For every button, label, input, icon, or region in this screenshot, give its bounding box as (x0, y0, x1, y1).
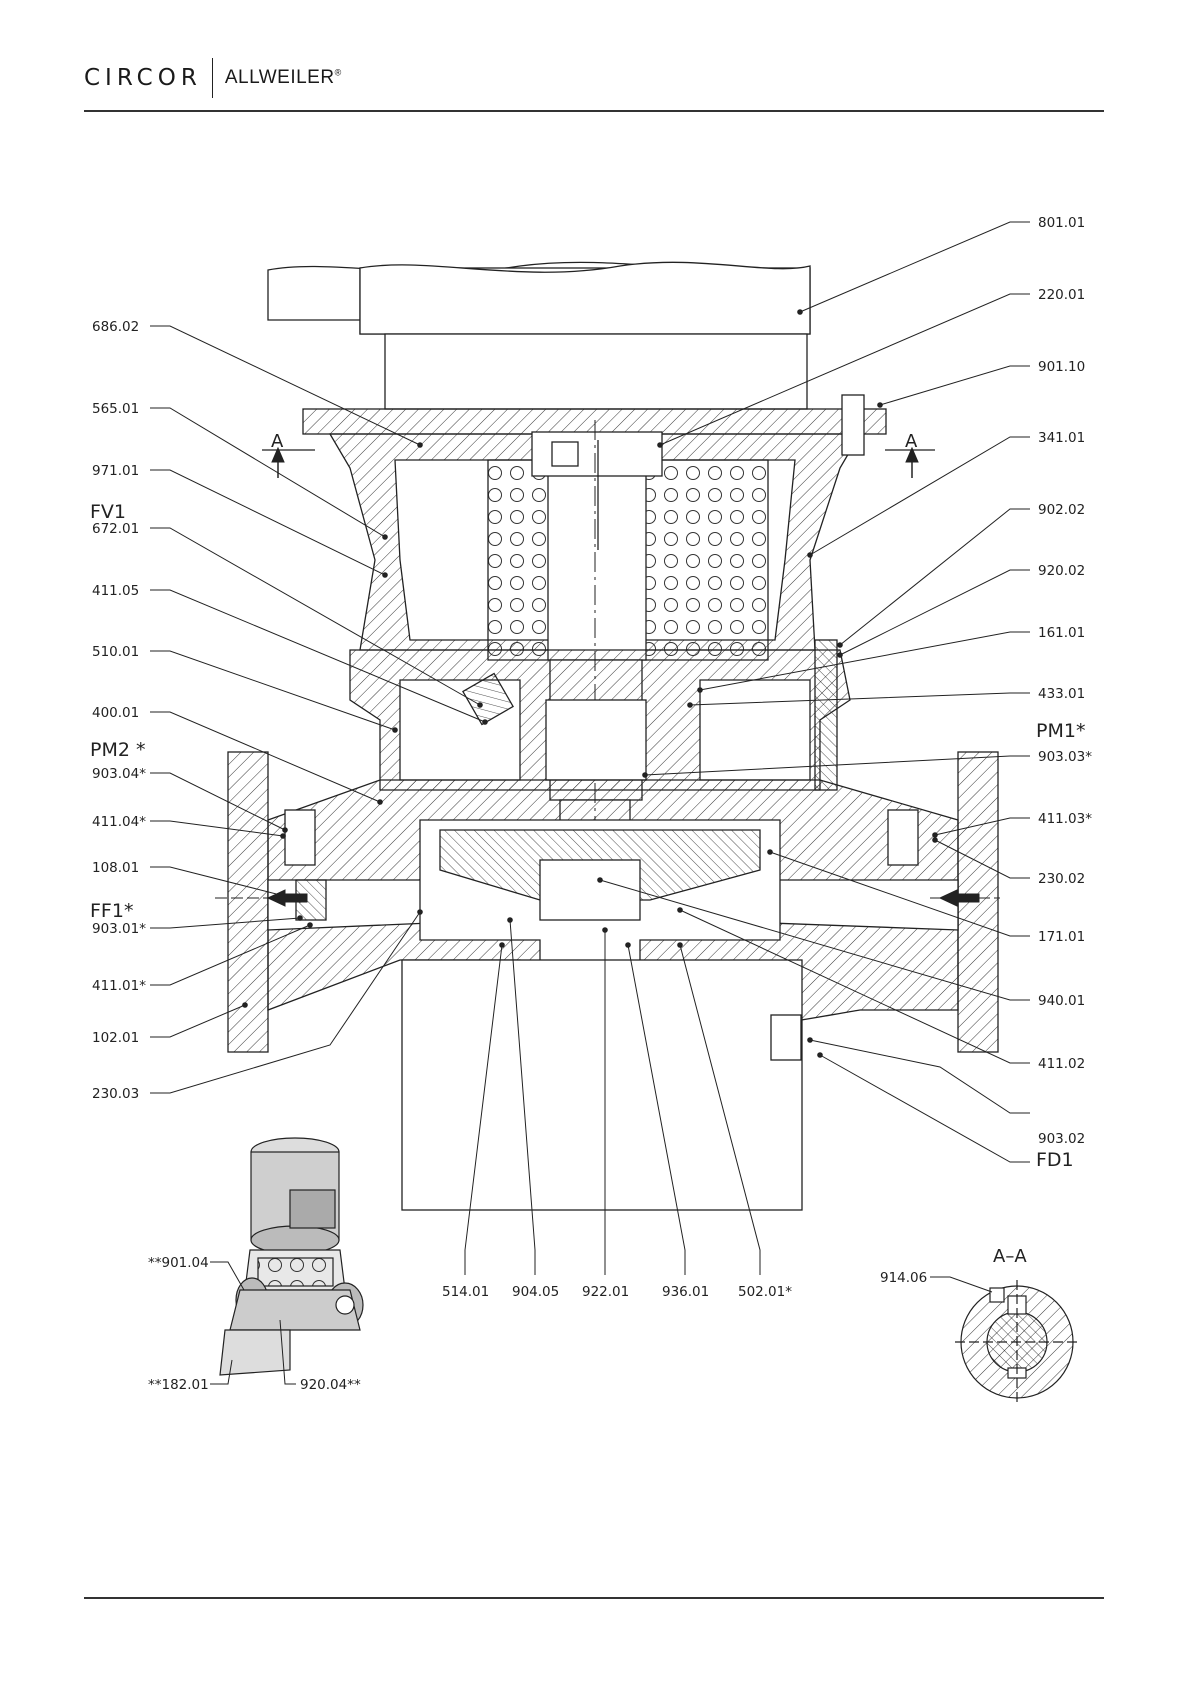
motor (267, 261, 811, 410)
label-936: 936.01 (662, 1284, 709, 1300)
label-920: 920.02 (1038, 563, 1085, 579)
allweiler-wordmark: ALLWEILER® (225, 67, 342, 89)
label-411-05: 411.05 (92, 583, 139, 599)
label-903-01: 903.01* (92, 921, 146, 937)
label-fd1: FD1 (1036, 1149, 1074, 1171)
label-ff1: FF1* (90, 900, 133, 922)
label-182: **182.01 (148, 1377, 209, 1393)
label-903-04: 903.04* (92, 766, 146, 782)
leader-dots-left (242, 442, 488, 1008)
label-102: 102.01 (92, 1030, 139, 1046)
leader-lines-left (150, 325, 486, 1094)
cut-marker-right: A (905, 431, 918, 452)
circor-wordmark: CIRCOR (84, 65, 202, 91)
label-672: 672.01 (92, 521, 139, 537)
label-220: 220.01 (1038, 287, 1085, 303)
logo-divider (211, 58, 213, 98)
bolts (284, 394, 919, 1061)
label-pm2: PM2 * (90, 739, 145, 761)
pump-3d-inset (219, 1137, 364, 1376)
label-502: 502.01* (738, 1284, 792, 1300)
leader-dots-right (597, 309, 938, 1058)
label-922: 922.01 (582, 1284, 629, 1300)
label-914: 914.06 (880, 1270, 927, 1286)
label-903-03: 903.03* (1038, 749, 1092, 765)
company-logo: CIRCOR ALLWEILER® (84, 58, 342, 98)
casing-cover (349, 649, 851, 791)
section-aa-title: A–A (993, 1246, 1027, 1267)
label-940: 940.01 (1038, 993, 1085, 1009)
label-801: 801.01 (1038, 215, 1085, 231)
footer-rule (84, 1597, 1104, 1599)
allweiler-text: ALLWEILER (224, 67, 335, 88)
label-510: 510.01 (92, 644, 139, 660)
label-230-02: 230.02 (1038, 871, 1085, 887)
label-565: 565.01 (92, 401, 139, 417)
label-411-04: 411.04* (92, 814, 146, 830)
leader-lines-bottom (464, 919, 761, 1275)
label-901-10: 901.10 (1038, 359, 1085, 375)
section-aa-detail (955, 1280, 1080, 1405)
label-901-04: **901.04 (148, 1255, 209, 1271)
leader-914 (930, 1276, 993, 1293)
label-230-03: 230.03 (92, 1086, 139, 1102)
label-fv1: FV1 (90, 501, 126, 523)
label-903-02: 903.02 (1038, 1131, 1085, 1147)
cut-marker-left: A (271, 431, 284, 452)
header-rule (84, 110, 1104, 112)
label-971: 971.01 (92, 463, 139, 479)
label-920-04: 920.04** (300, 1377, 361, 1393)
label-411-01: 411.01* (92, 978, 146, 994)
label-514: 514.01 (442, 1284, 489, 1300)
label-pm1: PM1* (1036, 720, 1085, 742)
label-341: 341.01 (1038, 430, 1085, 446)
registered-mark: ® (334, 67, 342, 78)
inset-leaders (210, 1261, 296, 1385)
label-411-03: 411.03* (1038, 811, 1092, 827)
label-171: 171.01 (1038, 929, 1085, 945)
label-902: 902.02 (1038, 502, 1085, 518)
label-108: 108.01 (92, 860, 139, 876)
lantern-bracket (302, 408, 887, 661)
label-400: 400.01 (92, 705, 139, 721)
label-161: 161.01 (1038, 625, 1085, 641)
section-cut-markers (262, 446, 935, 478)
label-686: 686.02 (92, 319, 139, 335)
label-411-02: 411.02 (1038, 1056, 1085, 1072)
label-904: 904.05 (512, 1284, 559, 1300)
flow-arrow-icons (215, 889, 1000, 907)
page-header: CIRCOR ALLWEILER® (84, 44, 1104, 110)
leader-lines-right (599, 221, 1030, 1163)
label-433: 433.01 (1038, 686, 1085, 702)
leader-dots-bottom (499, 917, 683, 948)
base-pedestal (401, 959, 803, 1211)
